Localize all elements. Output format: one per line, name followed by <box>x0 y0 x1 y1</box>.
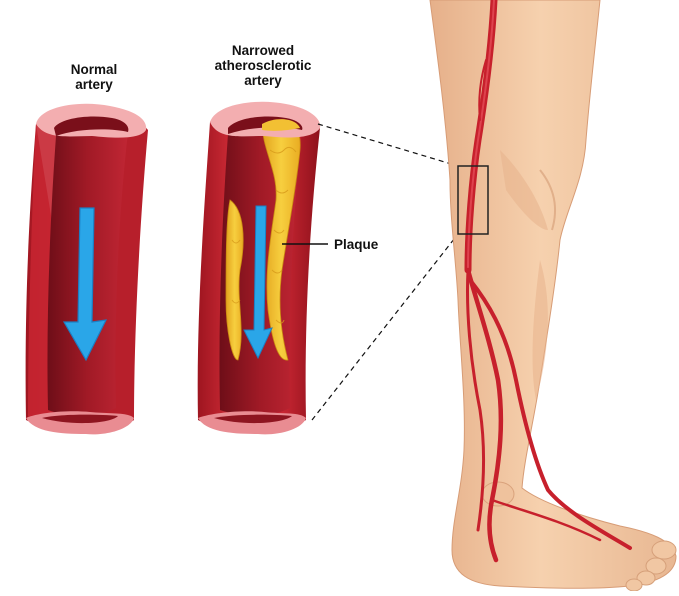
narrowed-label-line1: Narrowed <box>188 43 338 58</box>
plaque-label: Plaque <box>334 237 378 252</box>
normal-artery <box>26 104 148 435</box>
normal-label-line2: artery <box>48 77 140 92</box>
normal-label-line1: Normal <box>48 62 140 77</box>
narrowed-artery-label: Narrowed atherosclerotic artery <box>188 43 338 88</box>
leg-illustration <box>430 0 676 591</box>
normal-artery-label: Normal artery <box>48 62 140 92</box>
narrowed-label-line3: artery <box>188 73 338 88</box>
zoom-connector-lines <box>312 124 458 420</box>
narrowed-label-line2: atherosclerotic <box>188 58 338 73</box>
narrowed-artery <box>198 102 321 435</box>
